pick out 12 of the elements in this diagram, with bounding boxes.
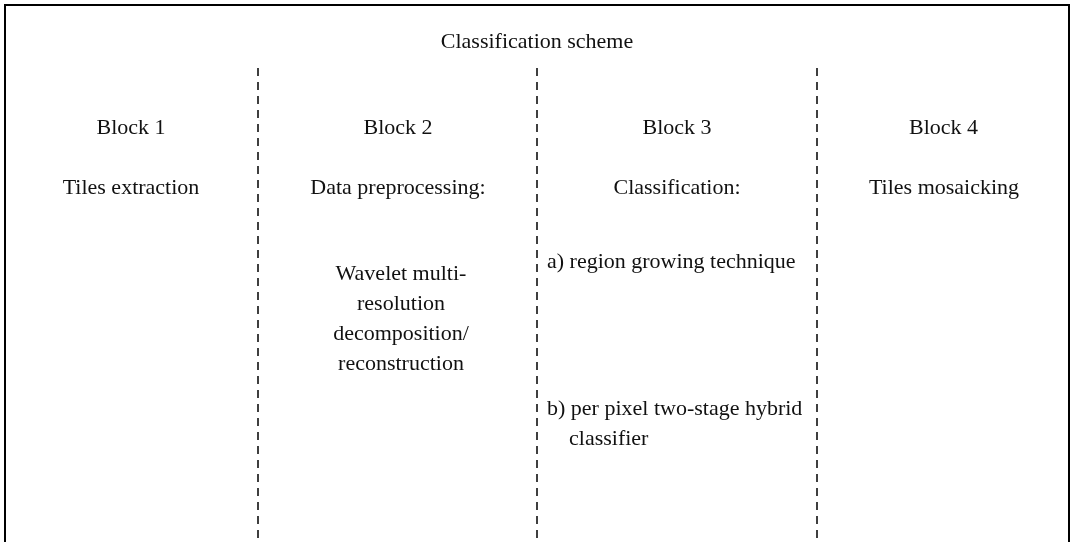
column-text: a) region growing technique [547,247,797,275]
column-heading: Block 4 [907,113,980,141]
column-heading: Block 3 [641,113,713,141]
column-heading: Block 1 [95,113,167,141]
column-text: Classification: [612,173,742,201]
diagram-title: Classification scheme [439,27,635,55]
column-text: Tiles extraction [61,173,201,201]
column-text: b) per pixel two-stage hybrid classifier [547,394,804,452]
column-text: Data preprocessing: [309,173,487,201]
column-text: Wavelet multi-resolution decomposition/ reconstruction [332,259,470,377]
column-heading: Block 2 [362,113,434,141]
column-text: Tiles mosaicking [867,173,1021,201]
